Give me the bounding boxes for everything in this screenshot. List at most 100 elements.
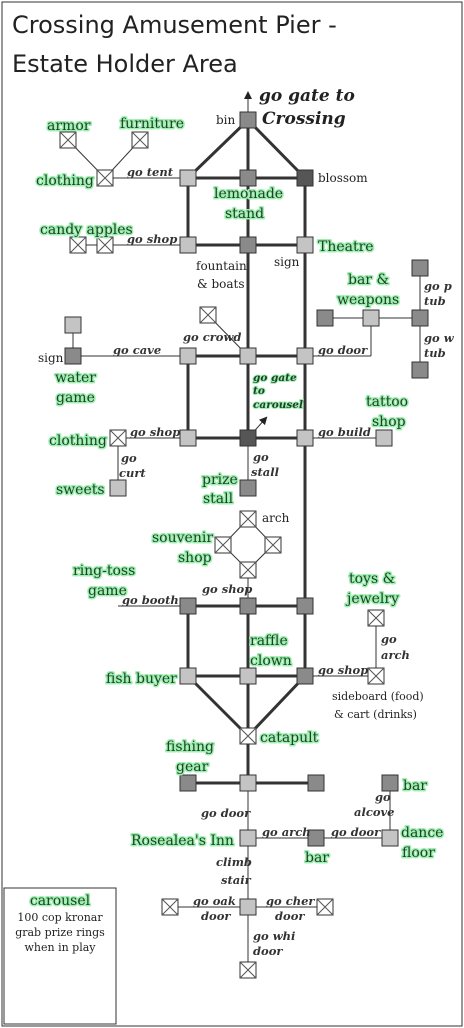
- cmd-go-tent: go tent: [127, 165, 174, 179]
- node-cave-junction: [179, 347, 197, 365]
- label-tattoo-1: tattoo: [366, 394, 408, 410]
- node-bar-weapons: [362, 309, 380, 327]
- node-fishing-gear: [179, 774, 197, 792]
- node-prize-stall: [239, 479, 257, 497]
- cmd-go-cher-2: door: [275, 909, 305, 923]
- node-water-game-upper: [64, 316, 82, 334]
- node-w-tub: [411, 361, 429, 379]
- cmd-go-build: go build: [318, 425, 371, 439]
- cmd-go-door-bar: go door: [318, 343, 368, 357]
- node-dance-floor: [381, 829, 399, 847]
- node-armor-cross: [59, 131, 77, 149]
- cmd-go-arch-inn: go arch: [262, 825, 311, 839]
- cmd-go-arch-2: arch: [381, 648, 410, 662]
- cmd-go-booth: go booth: [122, 593, 179, 607]
- cmd-go-alcove-1: go: [375, 790, 391, 804]
- cmd-go-whi-2: door: [253, 944, 283, 958]
- node-souvenir-bottom-cross: [239, 561, 257, 579]
- map-title-line1: Crossing Amusement Pier -: [12, 11, 337, 39]
- node-crowd-cross: [199, 306, 217, 324]
- carousel-legend-box: [3, 887, 117, 1025]
- node-candy-apples-a-cross: [69, 236, 87, 254]
- node-souvenir-left-cross: [214, 536, 232, 554]
- node-souvenir-top-cross: [239, 510, 257, 528]
- node-toys-jewelry-cross: [367, 609, 385, 627]
- node-fish-buyer: [179, 667, 197, 685]
- label-fountain-2: & boats: [197, 277, 245, 291]
- node-furniture-cross: [131, 131, 149, 149]
- node-west-mid: [179, 429, 197, 447]
- label-water-game-1: water: [55, 370, 96, 386]
- label-fish-buyer: fish buyer: [106, 671, 177, 687]
- label-gate-carousel-1: go gate: [253, 372, 297, 384]
- cmd-go-whi-1: go whi: [253, 929, 295, 943]
- node-carousel-gate: [239, 429, 257, 447]
- label-fishing-2: gear: [176, 759, 209, 775]
- label-sweets: sweets: [56, 482, 105, 498]
- node-souvenir-right-cross: [264, 536, 282, 554]
- node-pier-west: [179, 236, 197, 254]
- label-clothing-mid: clothing: [49, 433, 107, 449]
- node-east-lower: [296, 597, 314, 615]
- cmd-go-door-dance: go door: [331, 825, 381, 839]
- node-raffle-clown: [239, 667, 257, 685]
- label-gate-crossing-2: Crossing: [262, 109, 346, 129]
- label-furniture: furniture: [120, 116, 184, 132]
- node-lemonade: [239, 169, 257, 187]
- map-nodes: [29, 111, 429, 1016]
- label-bar-weapons-1: bar &: [348, 272, 389, 288]
- cmd-go-p-2: tub: [424, 294, 446, 308]
- label-raffle-1: raffle: [250, 633, 288, 649]
- node-tattoo-shop: [375, 429, 393, 447]
- cmd-go-shop-candy: go shop: [127, 232, 177, 246]
- label-bin: bin: [216, 113, 236, 127]
- cmd-go-w-2: tub: [424, 346, 446, 360]
- label-sign-right: sign: [274, 255, 300, 269]
- node-sign-east: [296, 347, 314, 365]
- node-water-game: [64, 347, 82, 365]
- node-sideboard-junction: [296, 667, 314, 685]
- label-fishing-1: fishing: [166, 739, 214, 755]
- label-gate-carousel-3: carousel: [253, 399, 303, 411]
- label-sideboard-1: sideboard (food): [332, 690, 424, 703]
- node-clothing-top-cross: [96, 169, 114, 187]
- node-candy-apples-b-cross: [96, 236, 114, 254]
- node-south-center: [239, 774, 257, 792]
- label-fountain-1: fountain: [196, 259, 247, 273]
- label-souvenir-1: souvenir: [152, 530, 213, 546]
- cmd-go-w-1: go w: [424, 331, 455, 345]
- label-ringtoss-1: ring-toss: [73, 563, 135, 579]
- label-toys-2: jewelry: [345, 591, 399, 607]
- node-bar-west: [316, 309, 334, 327]
- cmd-climb-1: climb: [216, 855, 252, 869]
- label-carousel-2: grab prize rings: [15, 926, 105, 939]
- node-bar-east: [411, 309, 429, 327]
- label-raffle-2: clown: [250, 653, 292, 669]
- node-bar-top: [381, 774, 399, 792]
- node-sideboard-cross: [367, 667, 385, 685]
- label-arch: arch: [262, 511, 290, 525]
- label-candy-apples: candy apples: [40, 222, 133, 238]
- node-stair-landing: [239, 898, 257, 916]
- label-carousel-1: 100 cop kronar: [17, 911, 103, 924]
- label-blossom: blossom: [318, 171, 368, 185]
- label-dance-1: dance: [401, 825, 443, 841]
- node-east-mid: [296, 429, 314, 447]
- cmd-go-cave: go cave: [113, 343, 161, 357]
- node-inn: [239, 829, 257, 847]
- cmd-go-shop-sideboard: go shop: [318, 663, 368, 677]
- cmd-climb-2: stair: [221, 873, 252, 887]
- cmd-go-stall-1: go: [253, 450, 269, 464]
- node-bar-bottom: [307, 829, 325, 847]
- cmd-go-alcove-2: alcove: [354, 805, 395, 819]
- label-souvenir-2: shop: [178, 550, 212, 566]
- cmd-go-curt-1: go: [121, 451, 137, 465]
- label-carousel-title: carousel: [30, 893, 91, 909]
- label-toys-1: toys &: [349, 571, 395, 587]
- label-prize-1: prize: [202, 472, 238, 488]
- cmd-go-door-inn: go door: [201, 806, 251, 820]
- node-fountain: [239, 236, 257, 254]
- node-oak-door-cross: [161, 898, 179, 916]
